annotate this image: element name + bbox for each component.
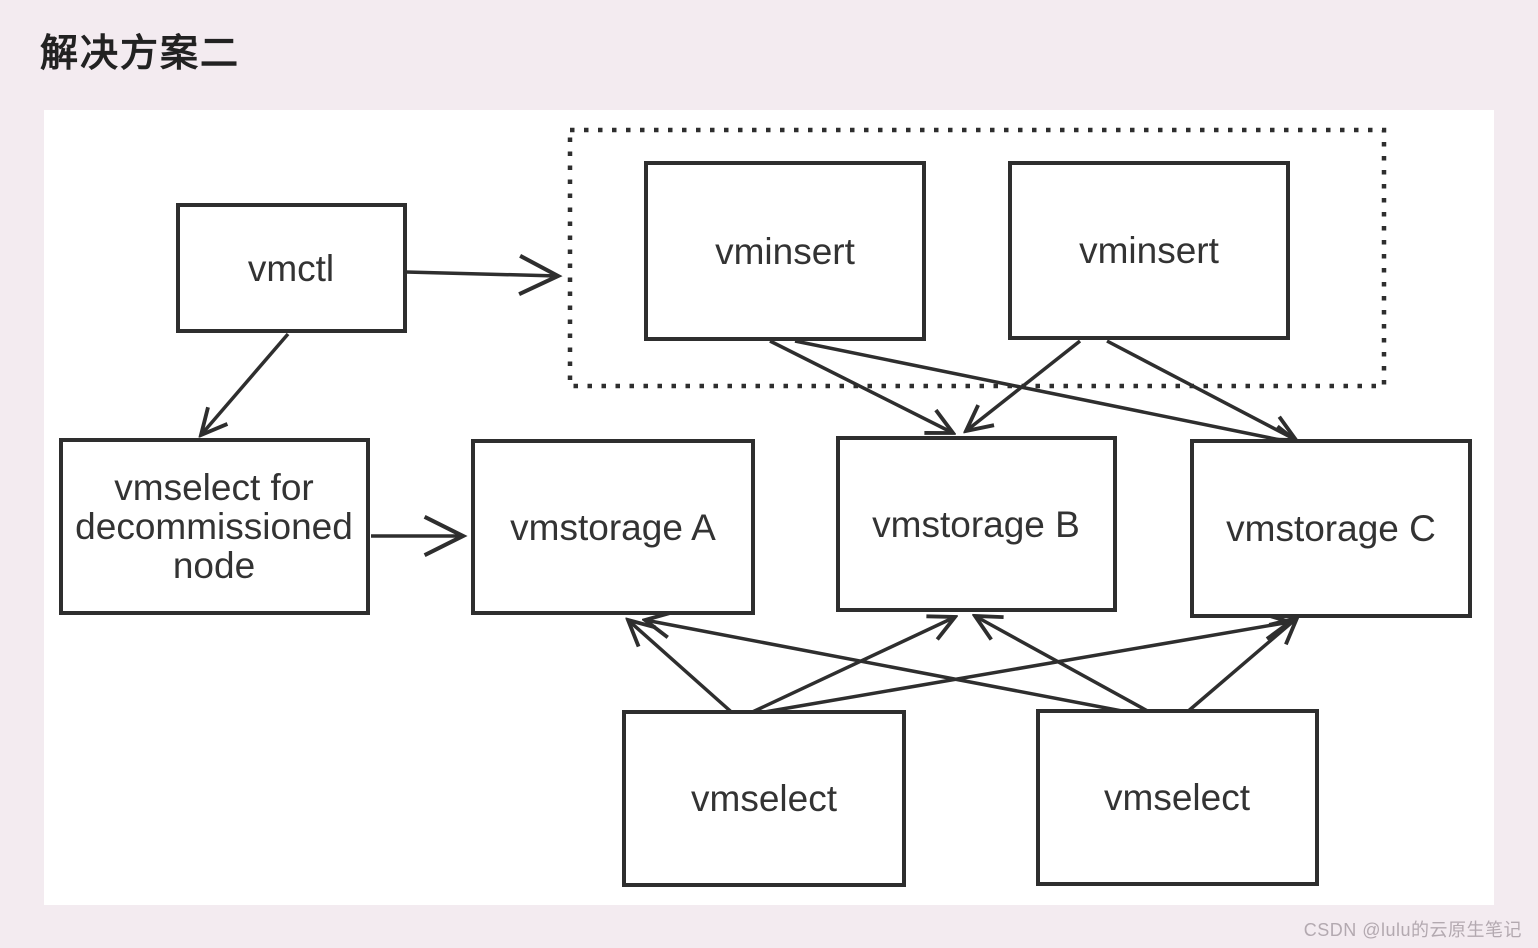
node-vmselect-2-label: vmselect xyxy=(1104,777,1251,818)
node-vminsert-group-dotted-box xyxy=(567,127,1387,389)
node-vminsert-1-box xyxy=(644,161,926,341)
node-vmstorage-a-box xyxy=(471,439,755,615)
node-vmselect-1-label: vmselect xyxy=(691,778,838,819)
node-vmstorage-b-box xyxy=(836,436,1117,612)
node-vmselect-1-box xyxy=(622,710,906,887)
node-vmselect-decommissioned-box xyxy=(59,438,370,615)
csdn-watermark: CSDN @lulu的云原生笔记 xyxy=(1303,920,1522,940)
node-vmstorage-c-label: vmstorage C xyxy=(1226,508,1436,549)
node-vmselect-decommissioned-label-line3: node xyxy=(173,545,255,586)
edge-layer xyxy=(201,253,1300,719)
node-vmselect-decommissioned-label-line1: vmselect for xyxy=(114,467,313,508)
node-vmselect-1: vmselect xyxy=(622,710,906,887)
edge-vmselect-2-to-vmstorage-c xyxy=(1184,618,1297,715)
node-vmctl: vmctl xyxy=(176,203,407,333)
edge-vminsert-1-to-vmstorage-c xyxy=(794,339,1300,444)
node-vmselect-2-box xyxy=(1036,709,1319,886)
node-vmstorage-b: vmstorage B xyxy=(836,436,1117,612)
node-vminsert-1-label: vminsert xyxy=(715,231,856,272)
page-title: 解决方案二 xyxy=(40,33,241,75)
edge-vmselect-2-to-vmstorage-a xyxy=(645,620,1144,717)
node-vmselect-decommissioned-label-line2: decommissioned xyxy=(75,506,353,547)
edge-vmselect-2-to-vmstorage-b xyxy=(975,616,1154,716)
edge-vminsert-1-to-vmstorage-b xyxy=(769,339,953,433)
node-vmctl-box xyxy=(176,203,407,333)
node-vmselect-2: vmselect xyxy=(1036,709,1319,886)
node-vmctl-label: vmctl xyxy=(248,248,334,289)
edge-vmselect-1-to-vmstorage-c xyxy=(752,622,1290,716)
edge-vmselect-1-to-vmstorage-b xyxy=(745,617,955,717)
node-vminsert-2-label: vminsert xyxy=(1079,230,1220,271)
node-vminsert-1: vminsert xyxy=(644,161,926,341)
node-vmstorage-b-label: vmstorage B xyxy=(872,504,1080,545)
node-vmselect-decommissioned: vmselect for decommissioned node xyxy=(59,438,370,615)
node-vmstorage-c-box xyxy=(1190,439,1472,618)
node-vmstorage-c: vmstorage C xyxy=(1190,439,1472,618)
edge-vmctl-to-vmselect-decommissioned xyxy=(201,332,290,435)
node-vmstorage-a: vmstorage A xyxy=(471,439,755,615)
node-vminsert-2: vminsert xyxy=(1008,161,1290,340)
edge-vmctl-to-vminsert-group xyxy=(405,253,563,297)
edge-vminsert-2-to-vmstorage-b xyxy=(966,339,1082,431)
node-vmstorage-a-label: vmstorage A xyxy=(510,507,716,548)
node-vminsert-2-box xyxy=(1008,161,1290,340)
edge-vminsert-2-to-vmstorage-c xyxy=(1106,339,1296,440)
